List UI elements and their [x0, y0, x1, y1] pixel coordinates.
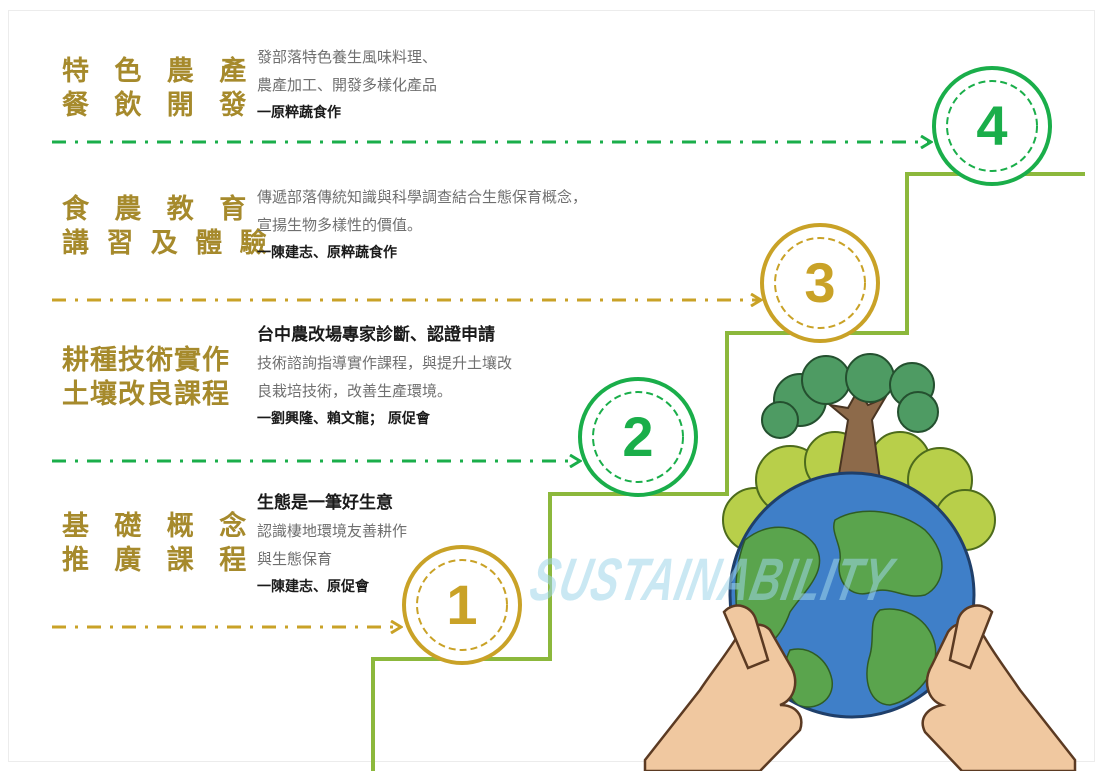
step-1-credit: 一陳建志、原促會: [257, 579, 369, 595]
step-4-title: 特 色 農 產 餐 飲 開 發: [62, 55, 254, 123]
step-2-title-line-1: 耕種技術實作: [62, 345, 230, 376]
step-4-title-line-1: 特 色 農 產: [62, 56, 255, 87]
step-1-title: 基 礎 概 念 推 廣 課 程: [62, 510, 254, 578]
step-3-title-line-1: 食 農 教 育: [62, 194, 255, 225]
step-circle-3: [760, 223, 880, 343]
step-1-title-line-2: 推 廣 課 程: [62, 545, 255, 576]
step-number-2: 2: [622, 405, 653, 468]
step-2-description: 台中農改場專家診斷、認證申請 技術諮詢指導實作課程，與提升土壤改 良栽培技術，改…: [257, 321, 512, 433]
step-circle-2: [578, 377, 698, 497]
step-number-1: 1: [446, 573, 477, 636]
step-circle-1: [402, 545, 522, 665]
step-2-heading: 台中農改場專家診斷、認證申請: [257, 325, 495, 345]
step-3-line-1: 傳遞部落傳統知識與科學調查結合生態保育概念，: [257, 188, 588, 206]
step-2-credit: 一劉興隆、賴文龍； 原促會: [257, 411, 430, 427]
step-3-title: 食 農 教 育 講 習 及 體 驗: [62, 193, 271, 261]
infographic-frame: [8, 10, 1095, 762]
step-3-line-2: 宣揚生物多樣性的價值。: [257, 216, 423, 234]
step-4-line-1: 發部落特色養生風味料理、: [257, 48, 438, 66]
step-3-description: 傳遞部落傳統知識與科學調查結合生態保育概念， 宣揚生物多樣性的價值。 一陳建志、…: [257, 183, 587, 267]
step-number-3: 3: [804, 251, 835, 314]
step-1-line-2: 與生態保育: [257, 550, 333, 568]
step-4-description: 發部落特色養生風味料理、 農產加工、開發多樣化產品 一原粹蔬食作: [257, 43, 437, 127]
step-1-description: 生態是一筆好生意 認識棲地環境友善耕作 與生態保育 一陳建志、原促會: [257, 489, 407, 601]
step-4-credit: 一原粹蔬食作: [257, 105, 341, 121]
step-1-line-1: 認識棲地環境友善耕作: [257, 522, 408, 540]
step-3-credit: 一陳建志、原粹蔬食作: [257, 245, 397, 261]
step-2-title-line-2: 土壤改良課程: [62, 379, 230, 410]
step-number-4: 4: [976, 94, 1007, 157]
sustainability-watermark: SUSTAINABILITY: [525, 546, 902, 613]
step-1-heading: 生態是一筆好生意: [257, 493, 393, 513]
step-4-title-line-2: 餐 飲 開 發: [62, 90, 255, 121]
step-1-title-line-1: 基 礎 概 念: [62, 511, 255, 542]
step-2-line-2: 良栽培技術，改善生產環境。: [257, 382, 453, 400]
step-2-title: 耕種技術實作 土壤改良課程: [62, 344, 230, 412]
step-circle-4: [932, 66, 1052, 186]
globe-in-hands-icon: [643, 353, 1077, 771]
step-4-line-2: 農產加工、開發多樣化產品: [257, 76, 438, 94]
staircase-line: [371, 172, 1085, 771]
step-3-title-line-2: 講 習 及 體 驗: [62, 228, 271, 259]
step-2-line-1: 技術諮詢指導實作課程，與提升土壤改: [257, 354, 513, 372]
